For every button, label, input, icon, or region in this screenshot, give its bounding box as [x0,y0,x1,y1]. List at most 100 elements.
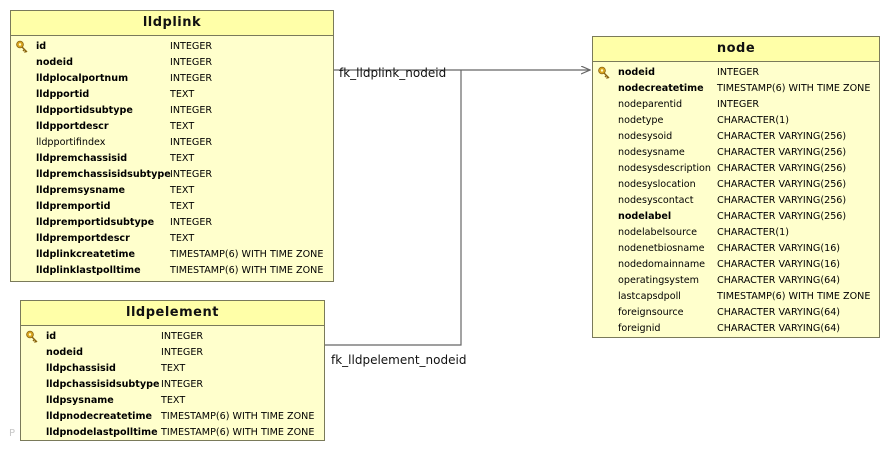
column-type: TIMESTAMP(6) WITH TIME ZONE [717,83,871,94]
primary-key-icon [597,66,611,80]
column-type: CHARACTER VARYING(64) [717,275,841,286]
table-row[interactable]: nodelabelsource CHARACTER(1) [593,225,879,241]
table-row[interactable]: lldpremportid TEXT [11,199,333,215]
column-name: nodelabelsource [618,227,698,238]
column-name: lldpnodelastpolltime [46,427,158,438]
column-type: TEXT [170,201,195,212]
column-name: nodesyscontact [618,195,694,206]
column-name: lldplinkcreatetime [36,249,135,260]
column-type: CHARACTER VARYING(256) [717,211,847,222]
table-row[interactable]: foreignsource CHARACTER VARYING(64) [593,305,879,321]
column-type: CHARACTER VARYING(64) [717,323,841,334]
column-name: nodeparentid [618,99,683,110]
column-type: INTEGER [161,379,204,390]
table-title: lldplink [11,11,333,36]
column-name: lldplocalportnum [36,73,129,84]
column-name: lldpchassisidsubtype [46,379,160,390]
column-type: INTEGER [170,57,213,68]
primary-key-icon [25,330,39,344]
column-type: CHARACTER VARYING(256) [717,163,847,174]
column-name: lldpremchassisid [36,153,128,164]
column-type: INTEGER [161,331,204,342]
column-type: TEXT [170,121,195,132]
column-type: INTEGER [170,217,213,228]
table-row[interactable]: lldpremportidsubtype INTEGER [11,215,333,231]
column-type: CHARACTER(1) [717,227,790,238]
column-type: CHARACTER VARYING(64) [717,307,841,318]
table-row[interactable]: nodesysdescription CHARACTER VARYING(256) [593,161,879,177]
column-type: TEXT [170,89,195,100]
column-name: lldplinklastpolltime [36,265,141,276]
table-row[interactable]: lldpsysname TEXT [21,393,324,409]
column-type: INTEGER [161,347,204,358]
column-name: foreignsource [618,307,684,318]
watermark: P [9,428,16,439]
column-type: CHARACTER VARYING(256) [717,179,847,190]
column-name: lldpremchassisidsubtype [36,169,171,180]
column-type: TIMESTAMP(6) WITH TIME ZONE [170,249,324,260]
column-name: lldpsysname [46,395,114,406]
column-type: TEXT [170,153,195,164]
column-name: nodesysoid [618,131,673,142]
table-row[interactable]: nodeid INTEGER [11,55,333,71]
column-name: id [36,41,47,52]
table-row[interactable]: lldplinkcreatetime TIMESTAMP(6) WITH TIME… [11,247,333,263]
primary-key-icon [15,40,29,54]
column-name: lldpremportid [36,201,111,212]
table-row[interactable]: lastcapsdpoll TIMESTAMP(6) WITH TIME ZONE [593,289,879,305]
table-title: lldpelement [21,301,324,326]
column-name: nodenetbiosname [618,243,705,254]
column-type: INTEGER [170,105,213,116]
column-name: lldpremportidsubtype [36,217,155,228]
column-type: INTEGER [170,169,213,180]
column-type: TIMESTAMP(6) WITH TIME ZONE [170,265,324,276]
column-type: TEXT [161,395,186,406]
table-row[interactable]: lldpremchassisid TEXT [11,151,333,167]
column-name: lastcapsdpoll [618,291,681,302]
column-name: nodeid [36,57,73,68]
table-row[interactable]: lldplinklastpolltime TIMESTAMP(6) WITH TI… [11,263,333,279]
column-type: TIMESTAMP(6) WITH TIME ZONE [161,427,315,438]
table-row[interactable]: lldpportdescr TEXT [11,119,333,135]
column-type: CHARACTER(1) [717,115,790,126]
column-type: CHARACTER VARYING(256) [717,147,847,158]
column-name: nodesysdescription [618,163,711,174]
column-name: lldpportdescr [36,121,109,132]
column-name: lldpremsysname [36,185,126,196]
column-type: INTEGER [170,137,213,148]
column-type: TIMESTAMP(6) WITH TIME ZONE [717,291,871,302]
